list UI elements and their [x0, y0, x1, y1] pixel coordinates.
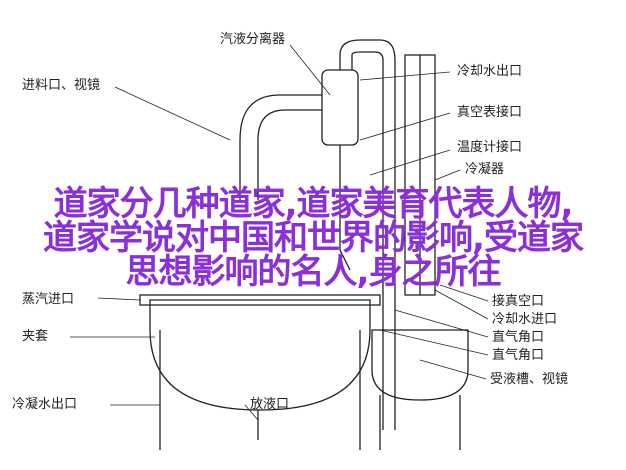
label-separator: 汽液分离器: [220, 32, 286, 47]
label-jacket: 夹套: [22, 329, 49, 344]
label-angle-port-1: 直气角口: [492, 330, 545, 345]
label-vacuum-gauge: 真空表接口: [457, 105, 523, 120]
label-angle-port-2: 直气角口: [492, 348, 545, 363]
overlay-title-line1: 道家分几种道家,道家美育代表人物,: [53, 184, 574, 224]
overlay-title-line2: 道家学说对中国和世界的影响,受道家: [43, 218, 584, 258]
label-receiver: 受液槽、视镜: [490, 372, 569, 387]
label-feed-port: 进料口、视镜: [22, 78, 101, 93]
label-cooling-water-inlet: 冷却水进口: [492, 312, 558, 327]
label-condenser: 冷凝器: [465, 162, 505, 177]
label-steam-inlet: 蒸汽进口: [22, 292, 75, 307]
label-thermometer: 温度计接口: [457, 140, 523, 155]
label-cooling-water-outlet: 冷却水出口: [457, 64, 523, 79]
overlay-title-line3: 思想影响的名人,身之所往: [125, 252, 502, 292]
label-condensate-outlet: 冷凝水出口: [12, 397, 78, 412]
label-vacuum-port: 接真空口: [492, 294, 545, 309]
label-drain: 放液口: [250, 397, 290, 412]
